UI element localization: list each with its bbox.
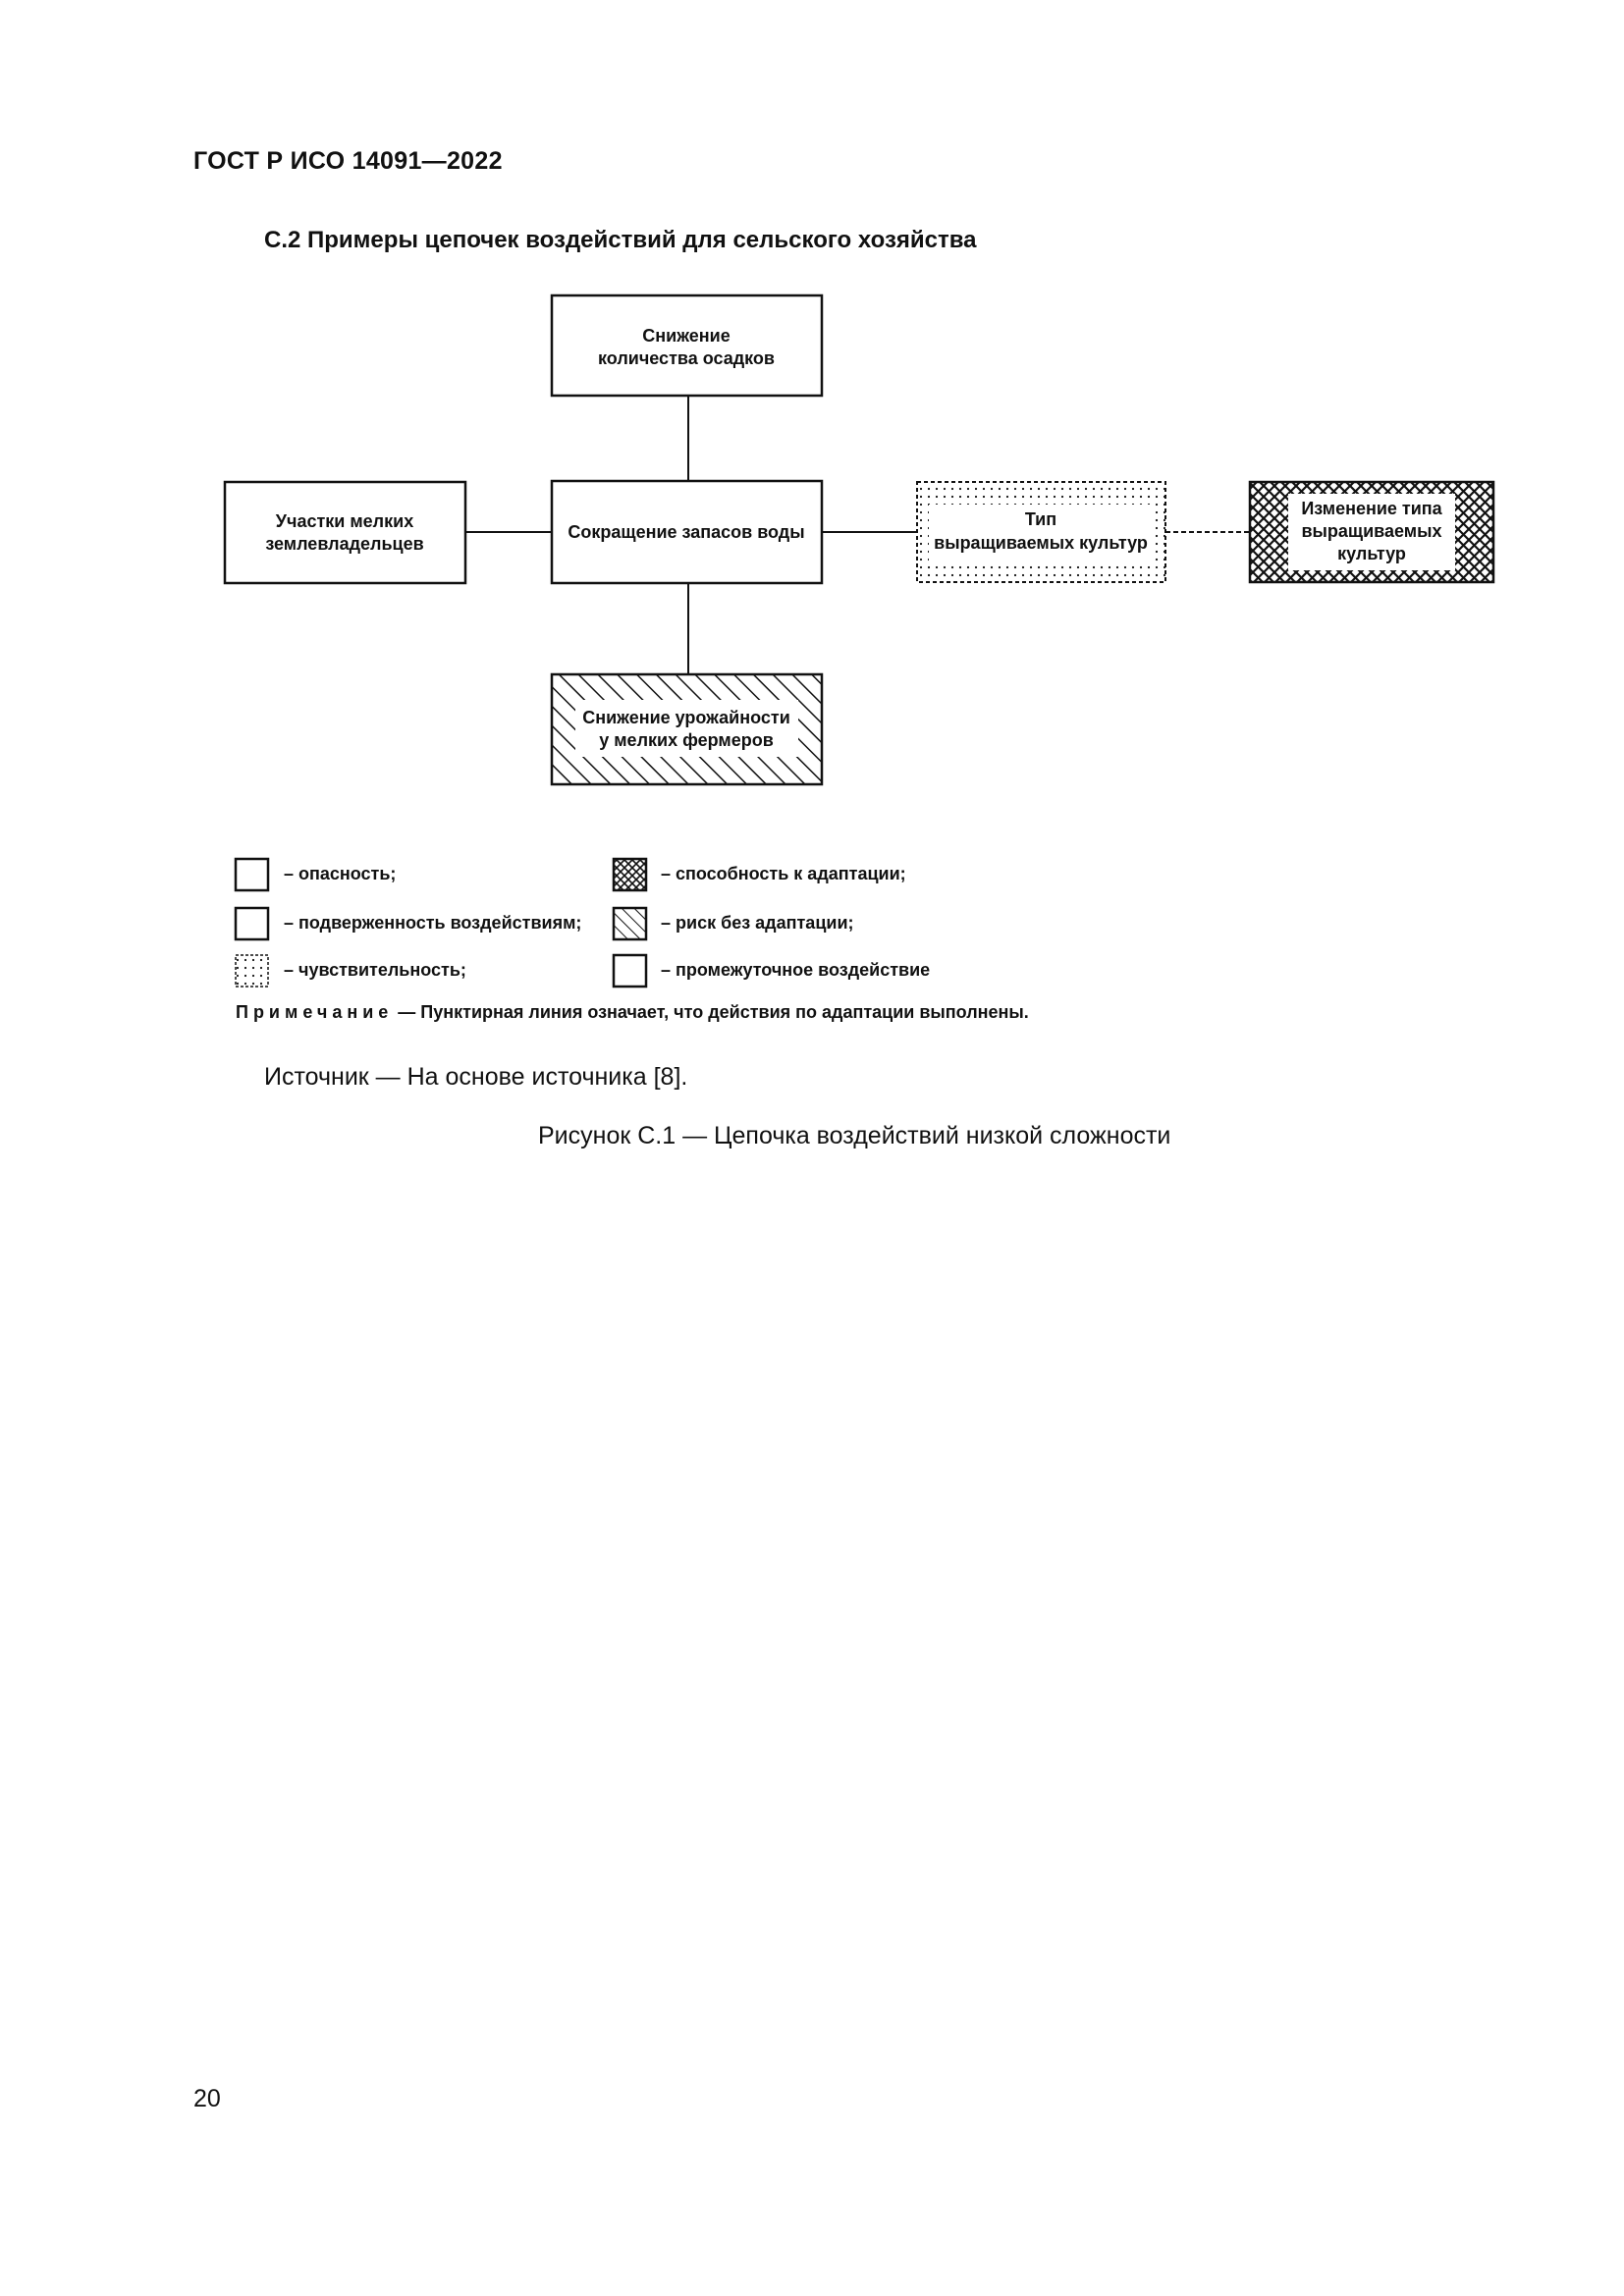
box-precipitation-decrease: Снижение количества осадков [550,294,824,398]
box-water-reserves-decrease: Сокращение запасов воды [550,479,824,585]
box-yield-decrease: Снижение урожайности у мелких фермеров [550,672,824,786]
figure-note: Примечание — Пунктирная линия означает, … [236,1002,1029,1023]
svg-text:выращиваемых: выращиваемых [1301,521,1441,541]
impact-chain-diagram: Снижение количества осадков Участки мелк… [223,294,1495,988]
svg-text:– опасность;: – опасность; [284,864,396,883]
box-crop-type-change: Изменение типа выращиваемых культур [1248,480,1495,584]
svg-text:культур: культур [1337,544,1406,563]
svg-text:землевладельцев: землевладельцев [265,534,423,554]
svg-text:– риск без адаптации;: – риск без адаптации; [661,913,854,933]
svg-text:Снижение: Снижение [642,326,730,346]
legend-risk-without-adaptation: – риск без адаптации; [612,906,854,941]
legend-sensitivity: – чувствительность; [235,954,466,988]
section-title: С.2 Примеры цепочек воздействий для сель… [264,227,977,253]
svg-text:– чувствительность;: – чувствительность; [284,960,466,980]
figure-source: Источник — На основе источника [8]. [264,1063,688,1091]
svg-text:– промежуточное воздействие: – промежуточное воздействие [661,960,930,980]
document-header: ГОСТ Р ИСО 14091—2022 [193,147,503,175]
legend-adaptive-capacity: – способность к адаптации; [612,857,906,892]
svg-text:– подверженность воздействиям;: – подверженность воздействиям; [284,913,581,933]
note-text: — Пунктирная линия означает, что действи… [393,1002,1029,1022]
svg-text:Тип: Тип [1025,509,1056,529]
svg-text:Изменение типа: Изменение типа [1301,499,1442,518]
box-crop-type: Тип выращиваемых культур [916,481,1166,583]
svg-text:количества осадков: количества осадков [598,348,775,368]
svg-text:выращиваемых культур: выращиваемых культур [934,533,1148,553]
box-smallholder-plots: Участки мелких землевладельцев [223,480,467,585]
svg-text:Снижение урожайности: Снижение урожайности [582,708,790,727]
figure-caption: Рисунок С.1 — Цепочка воздействий низкой… [538,1122,1171,1149]
svg-text:Сокращение запасов воды: Сокращение запасов воды [568,522,804,542]
page-number: 20 [193,2085,221,2112]
note-heading: Примечание [236,1002,394,1022]
legend-hazard: – опасность; [234,857,396,892]
legend-intermediate-impact: – промежуточное воздействие [612,953,930,988]
svg-text:у мелких фермеров: у мелких фермеров [599,730,774,750]
svg-text:– способность к адаптации;: – способность к адаптации; [661,864,906,883]
legend-exposure: – подверженность воздействиям; [234,906,581,941]
svg-text:Участки мелких: Участки мелких [276,511,413,531]
